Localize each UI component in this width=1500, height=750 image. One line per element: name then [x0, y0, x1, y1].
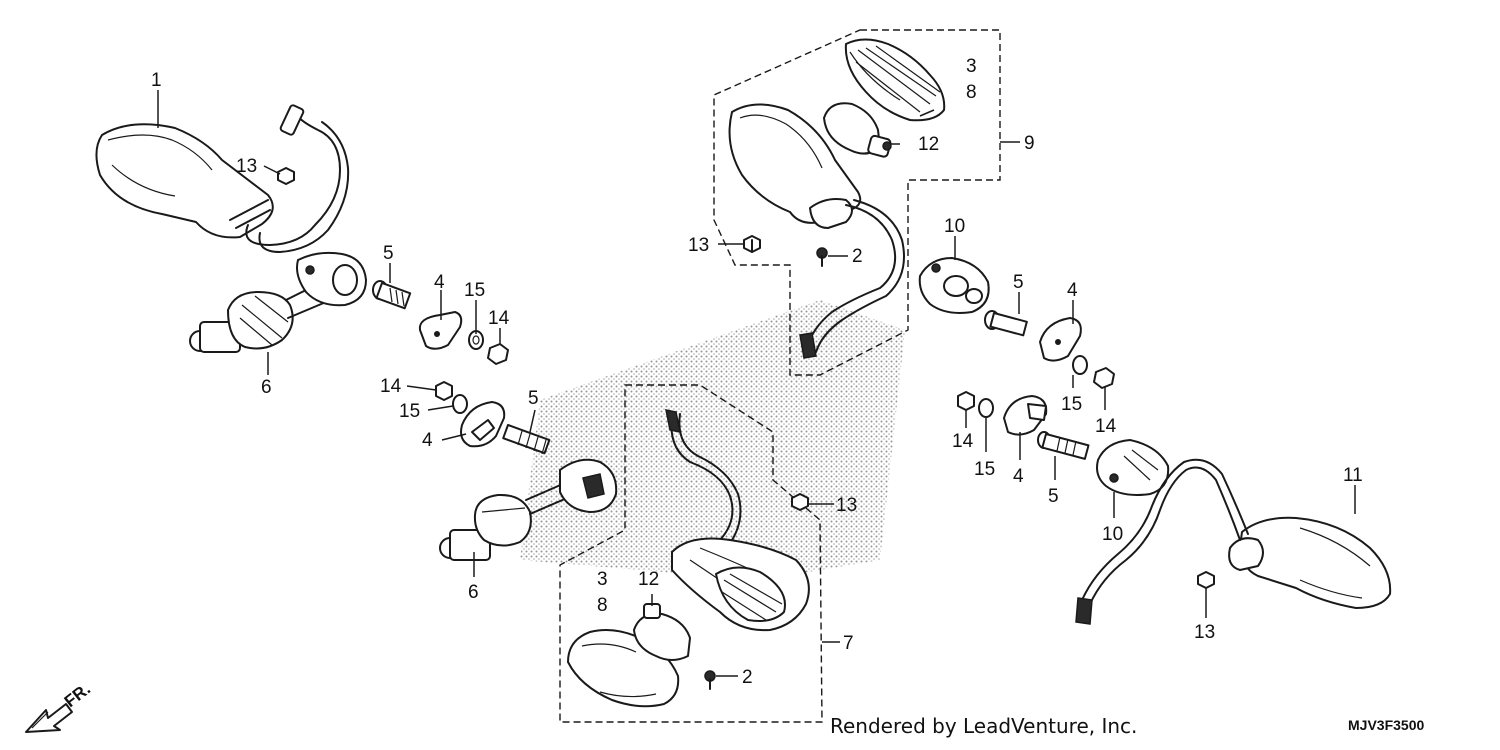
callout-4: 4 — [434, 272, 445, 293]
callout-1: 1 — [151, 70, 162, 91]
callout-6: 6 — [261, 377, 272, 398]
bulb-upper — [823, 102, 892, 158]
grommet-upper-right — [918, 257, 990, 314]
turn-signal-front-left — [95, 104, 350, 253]
callout-13: 13 — [236, 156, 257, 177]
callout-12: 12 — [638, 569, 659, 590]
callout-4: 4 — [1013, 466, 1024, 487]
callout-3: 3 — [597, 569, 608, 590]
callout-15: 15 — [399, 401, 420, 422]
callout-15: 15 — [1061, 394, 1082, 415]
plate-hole-upper — [434, 331, 440, 337]
callout-5: 5 — [1013, 272, 1024, 293]
callout-3: 3 — [966, 56, 977, 77]
leader-lines — [157, 90, 1356, 677]
callout-13: 13 — [836, 495, 857, 516]
turn-signal-assembly-7 — [665, 409, 810, 632]
screw-2-lower — [704, 670, 716, 690]
callout-labels: 1 13 5 4 15 14 6 14 15 4 5 6 3 8 12 9 13… — [151, 56, 1363, 688]
callout-11: 11 — [1343, 465, 1363, 486]
callout-9: 9 — [1024, 133, 1035, 154]
callout-8: 8 — [966, 82, 977, 103]
front-direction-arrow: FR. — [25, 679, 94, 733]
nut-upper-right — [1093, 367, 1115, 389]
plate-upper-right — [1039, 317, 1082, 362]
signal-stay-lower — [439, 458, 618, 561]
screw-2-upper — [816, 247, 828, 267]
callout-14: 14 — [1095, 416, 1117, 437]
callout-12: 12 — [918, 134, 939, 155]
callout-10: 10 — [1102, 524, 1123, 545]
callout-4: 4 — [1067, 280, 1078, 301]
screw-13-upper-center — [743, 235, 761, 253]
callout-6: 6 — [468, 582, 479, 603]
callout-14: 14 — [488, 308, 510, 329]
screw-13-lower-center — [791, 493, 809, 511]
washer-lower-right — [978, 398, 994, 418]
callout-5: 5 — [528, 388, 539, 409]
callout-8: 8 — [597, 595, 608, 616]
bulb-lower — [633, 603, 691, 661]
nut-lower-right — [957, 391, 975, 411]
frame-assembly-7 — [559, 384, 823, 723]
nut-upper — [487, 343, 509, 365]
turn-signal-assembly-9 — [728, 103, 905, 359]
nut-mid-left — [435, 381, 453, 401]
frame-assembly-9 — [713, 29, 1001, 376]
turn-signal-rear-right — [1075, 458, 1392, 625]
signal-stay-upper — [189, 251, 367, 353]
plate-lower-right-tab — [1027, 403, 1047, 421]
callout-2: 2 — [852, 246, 863, 267]
render-credit: Rendered by LeadVenture, Inc. — [830, 714, 1137, 738]
lens-9 — [844, 38, 946, 122]
callout-15: 15 — [464, 280, 485, 301]
washer-upper-hole — [472, 335, 480, 345]
callout-7: 7 — [843, 633, 854, 654]
screw-13-lower-right — [1197, 571, 1215, 589]
callout-10: 10 — [944, 216, 965, 237]
diagram-code: MJV3F3500 — [1348, 717, 1424, 733]
callout-5: 5 — [383, 243, 394, 264]
bolt-upper — [372, 280, 412, 310]
screw-13-upper-left — [277, 167, 295, 185]
callout-2: 2 — [742, 667, 753, 688]
grommet-lower-right — [1096, 439, 1170, 496]
plate-upper — [418, 311, 463, 350]
bolt-lower-right — [1037, 431, 1090, 460]
callout-13: 13 — [688, 235, 709, 256]
callout-4: 4 — [422, 430, 433, 451]
callout-5: 5 — [1048, 486, 1059, 507]
washer-mid-left — [452, 394, 468, 414]
callout-13: 13 — [1194, 622, 1215, 643]
bolt-upper-right — [984, 310, 1028, 337]
front-arrow-icon — [25, 703, 73, 733]
washer-upper-right — [1072, 355, 1088, 375]
callout-14: 14 — [380, 376, 402, 397]
callout-15: 15 — [974, 459, 995, 480]
plate-mid-left-tab — [471, 419, 495, 441]
plate-upper-right-hole — [1055, 339, 1061, 345]
callout-14: 14 — [952, 431, 974, 452]
bolt-mid-left — [502, 424, 551, 455]
